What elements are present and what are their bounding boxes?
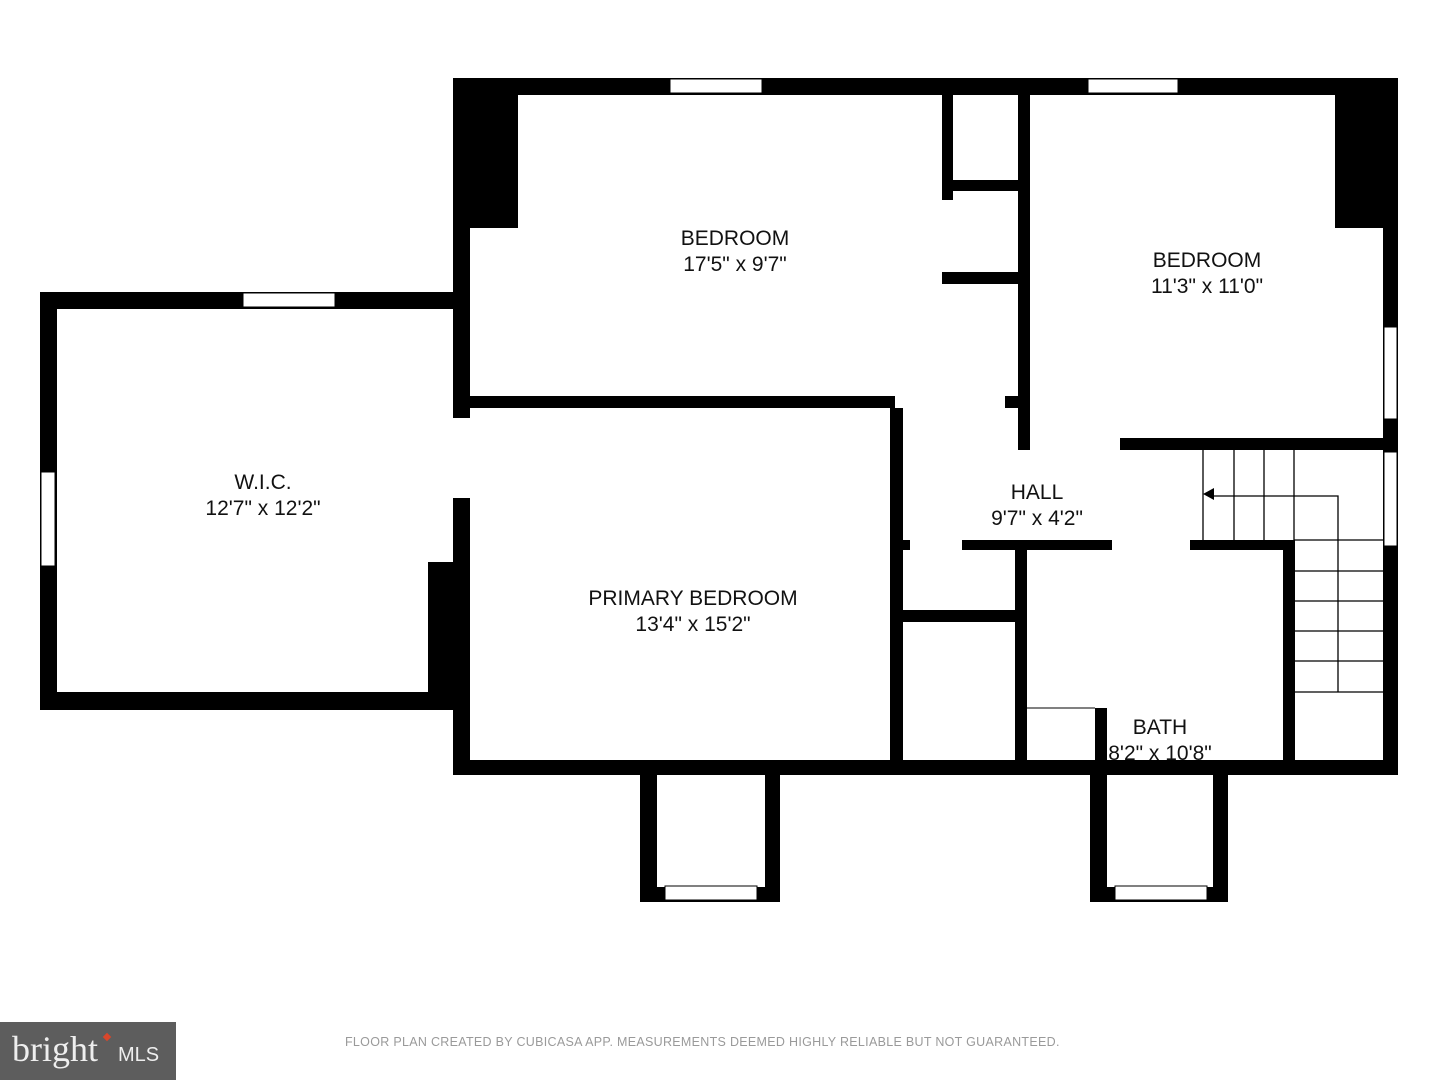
room-size: 12'7" x 12'2" bbox=[205, 497, 321, 520]
room-name: BEDROOM bbox=[1152, 249, 1262, 272]
room-size: 13'4" x 15'2" bbox=[635, 613, 751, 636]
room-size: 11'3" x 11'0" bbox=[1150, 275, 1264, 298]
room-size: 8'2" x 10'8" bbox=[1108, 742, 1212, 765]
room-label-primary-bedroom: PRIMARY BEDROOM 13'4" x 15'2" bbox=[588, 586, 797, 638]
windows bbox=[40, 78, 1398, 901]
room-name: BEDROOM bbox=[680, 227, 790, 250]
room-size: 17'5" x 9'7" bbox=[683, 253, 787, 276]
room-name: W.I.C. bbox=[234, 471, 292, 494]
room-name: BATH bbox=[1132, 716, 1188, 739]
room-size: 9'7" x 4'2" bbox=[991, 507, 1083, 530]
room-name: HALL bbox=[1010, 481, 1064, 504]
stairs bbox=[1202, 450, 1383, 693]
disclaimer-text: FLOOR PLAN CREATED BY CUBICASA APP. MEAS… bbox=[345, 1035, 1060, 1049]
room-label-bedroom-1: BEDROOM 17'5" x 9'7" bbox=[681, 226, 790, 278]
logo-dot-icon bbox=[102, 1032, 112, 1042]
logo-suffix: MLS bbox=[118, 1044, 160, 1066]
room-label-bedroom-2: BEDROOM 11'3" x 11'0" bbox=[1151, 248, 1263, 300]
logo-text: bright bbox=[12, 1029, 98, 1069]
bright-mls-logo: bright MLS bbox=[0, 1022, 176, 1080]
room-label-wic: W.I.C. 12'7" x 12'2" bbox=[205, 470, 320, 522]
room-label-hall: HALL 9'7" x 4'2" bbox=[991, 480, 1083, 532]
room-name: PRIMARY BEDROOM bbox=[588, 587, 798, 610]
room-label-bath: BATH 8'2" x 10'8" bbox=[1108, 715, 1212, 767]
